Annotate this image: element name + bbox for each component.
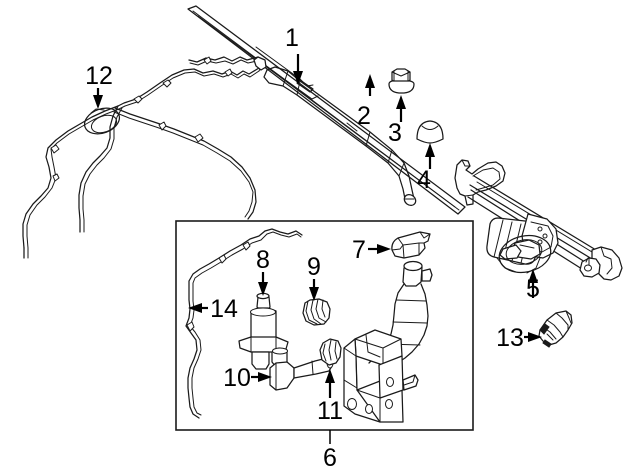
callout-13: 13 xyxy=(496,324,542,352)
part-washer-level-sensor[interactable] xyxy=(269,357,334,391)
part-pump-grommet[interactable] xyxy=(302,298,331,326)
part-washer-reservoir[interactable] xyxy=(343,260,433,423)
callout-label-11: 11 xyxy=(317,397,343,425)
part-wiper-arm-nut[interactable] xyxy=(388,68,415,94)
callout-6: 6 xyxy=(323,430,337,471)
callout-label-9: 9 xyxy=(307,253,321,281)
callout-label-7: 7 xyxy=(352,236,366,264)
callout-label-6: 6 xyxy=(323,444,337,471)
part-pivot-cap[interactable] xyxy=(416,120,444,144)
part-washer-nozzle[interactable] xyxy=(391,231,431,259)
washer-assembly-box xyxy=(175,220,474,431)
callout-5: 5 xyxy=(526,269,540,303)
callout-7: 7 xyxy=(352,236,391,264)
callout-label-14: 14 xyxy=(210,295,238,323)
part-washer-hose-inset[interactable] xyxy=(185,228,303,419)
callout-2: 2 xyxy=(357,74,375,130)
callout-1: 1 xyxy=(285,24,303,85)
callout-label-5: 5 xyxy=(526,275,540,303)
part-wiper-arm[interactable] xyxy=(263,66,418,208)
callout-8: 8 xyxy=(256,246,270,296)
part-washer-hose-assembly[interactable] xyxy=(22,56,267,259)
callout-9: 9 xyxy=(307,253,321,301)
callout-label-13: 13 xyxy=(496,324,524,352)
callout-4: 4 xyxy=(417,143,435,194)
callout-3: 3 xyxy=(388,95,406,147)
callout-label-4: 4 xyxy=(417,166,431,194)
part-sensor-grommet[interactable] xyxy=(319,338,342,366)
callout-label-10: 10 xyxy=(223,364,251,392)
callout-14: 14 xyxy=(188,295,238,323)
callout-label-3: 3 xyxy=(388,119,402,147)
callout-12: 12 xyxy=(85,62,113,109)
callout-label-8: 8 xyxy=(256,246,270,274)
callout-10: 10 xyxy=(223,364,272,392)
callout-label-1: 1 xyxy=(285,24,299,52)
part-wiper-blade[interactable] xyxy=(187,5,466,215)
part-washer-pump[interactable] xyxy=(238,292,289,370)
part-wiper-motor-linkage[interactable] xyxy=(454,159,623,281)
callout-layer: 1 2 3 4 xyxy=(85,24,542,471)
callout-label-12: 12 xyxy=(85,62,113,90)
callout-label-2: 2 xyxy=(357,102,371,130)
part-hose-retainer-clip[interactable] xyxy=(538,310,573,348)
callout-11: 11 xyxy=(317,369,343,425)
